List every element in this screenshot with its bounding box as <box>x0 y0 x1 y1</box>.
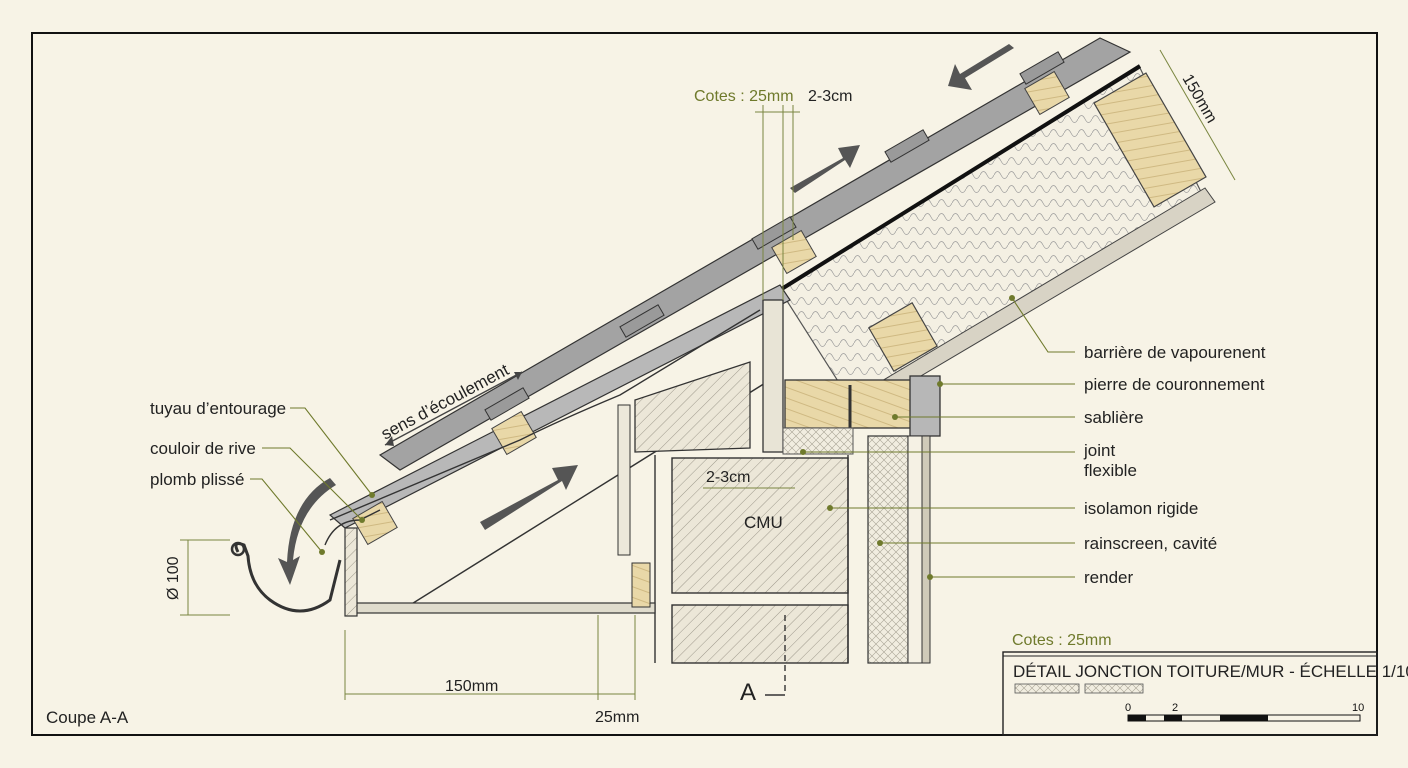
soffit-timber <box>634 361 751 453</box>
rafter-block <box>868 302 938 372</box>
dim-2-3cm-top: 2-3cm <box>808 88 852 105</box>
leader-plomb <box>250 478 323 553</box>
flow-line-arrow-right <box>514 372 522 380</box>
flow-line <box>384 371 523 446</box>
coping-stone <box>909 375 941 437</box>
eaves-bracket <box>631 562 651 608</box>
flow-line-arrow-left <box>385 436 394 446</box>
section-marker: A <box>740 679 756 706</box>
dim-25mm-bottom: 25mm <box>595 709 639 726</box>
label-rigid-insulation: isolamon rigide <box>1084 499 1198 518</box>
label-coping-stone: pierre de couronnement <box>1084 375 1265 394</box>
ridge-timber <box>1093 72 1207 208</box>
leader-vapour <box>1011 297 1075 353</box>
title-block <box>1002 651 1378 736</box>
scale-tick-2: 2 <box>1172 702 1178 714</box>
drawing-title: DÉTAIL JONCTION TOITURE/MUR - ÉCHELLE 1/… <box>1013 662 1408 681</box>
title-stamp <box>1084 683 1144 694</box>
valley-flashing <box>329 309 761 521</box>
flow-arrow-lower <box>480 465 578 530</box>
flow-arrow-mid <box>790 145 860 193</box>
leader-entourage <box>290 407 373 496</box>
slate-tab <box>484 387 530 421</box>
scale-tick-0: 0 <box>1125 702 1131 714</box>
render-layer <box>921 435 931 664</box>
label-couloir: couloir de rive <box>150 439 256 458</box>
label-plomb: plomb plissé <box>150 470 245 489</box>
title-stamp <box>1014 683 1080 694</box>
batten <box>1024 70 1070 116</box>
slate-tab <box>884 129 930 163</box>
eaves-stud <box>617 404 631 556</box>
label-flexible: flexible <box>1084 461 1137 480</box>
flexible-joint <box>782 427 854 455</box>
fascia-board <box>762 299 784 453</box>
cmu-block-lower <box>671 604 849 664</box>
drawing-border <box>31 32 1378 736</box>
eaves-fascia <box>344 527 358 617</box>
slate-tab <box>619 304 665 338</box>
cotes-top: Cotes : 25mm <box>694 88 794 105</box>
flow-arrow-gutter <box>278 478 336 585</box>
cmu-label: CMU <box>744 513 783 532</box>
rainscreen-cavity <box>907 435 923 664</box>
slate-tab <box>1019 51 1065 85</box>
label-tuyau: tuyau d’entourage <box>150 399 286 418</box>
roof-slates <box>378 37 1132 471</box>
flow-arrow-ridge <box>948 44 1014 90</box>
scale-tick-10: 10 <box>1352 702 1364 714</box>
soffit-board <box>354 602 656 614</box>
roof-slates-lower <box>328 284 791 529</box>
cmu-block <box>671 457 849 594</box>
cotes-bottom: Cotes : 25mm <box>1012 632 1112 649</box>
label-wall-plate: sablière <box>1084 408 1144 427</box>
label-rainscreen: rainscreen, cavité <box>1084 534 1217 553</box>
label-joint: joint <box>1083 441 1115 460</box>
leader-couloir <box>262 447 363 521</box>
dim-2-3cm-mid: 2-3cm <box>706 469 750 486</box>
gutter-bead <box>230 541 246 557</box>
label-vapour-barrier: barrière de vapourenent <box>1084 343 1266 362</box>
dim-line <box>1159 49 1236 181</box>
scale-bar <box>1127 714 1361 722</box>
section-label: Coupe A-A <box>46 708 129 727</box>
vapour-membrane <box>778 64 1142 292</box>
rigid-insulation <box>867 435 909 664</box>
label-render: render <box>1084 568 1133 587</box>
batten <box>491 410 537 456</box>
dim-diameter: Ø 100 <box>165 556 182 600</box>
dim-150mm-bottom: 150mm <box>445 678 498 695</box>
batten <box>352 500 398 546</box>
